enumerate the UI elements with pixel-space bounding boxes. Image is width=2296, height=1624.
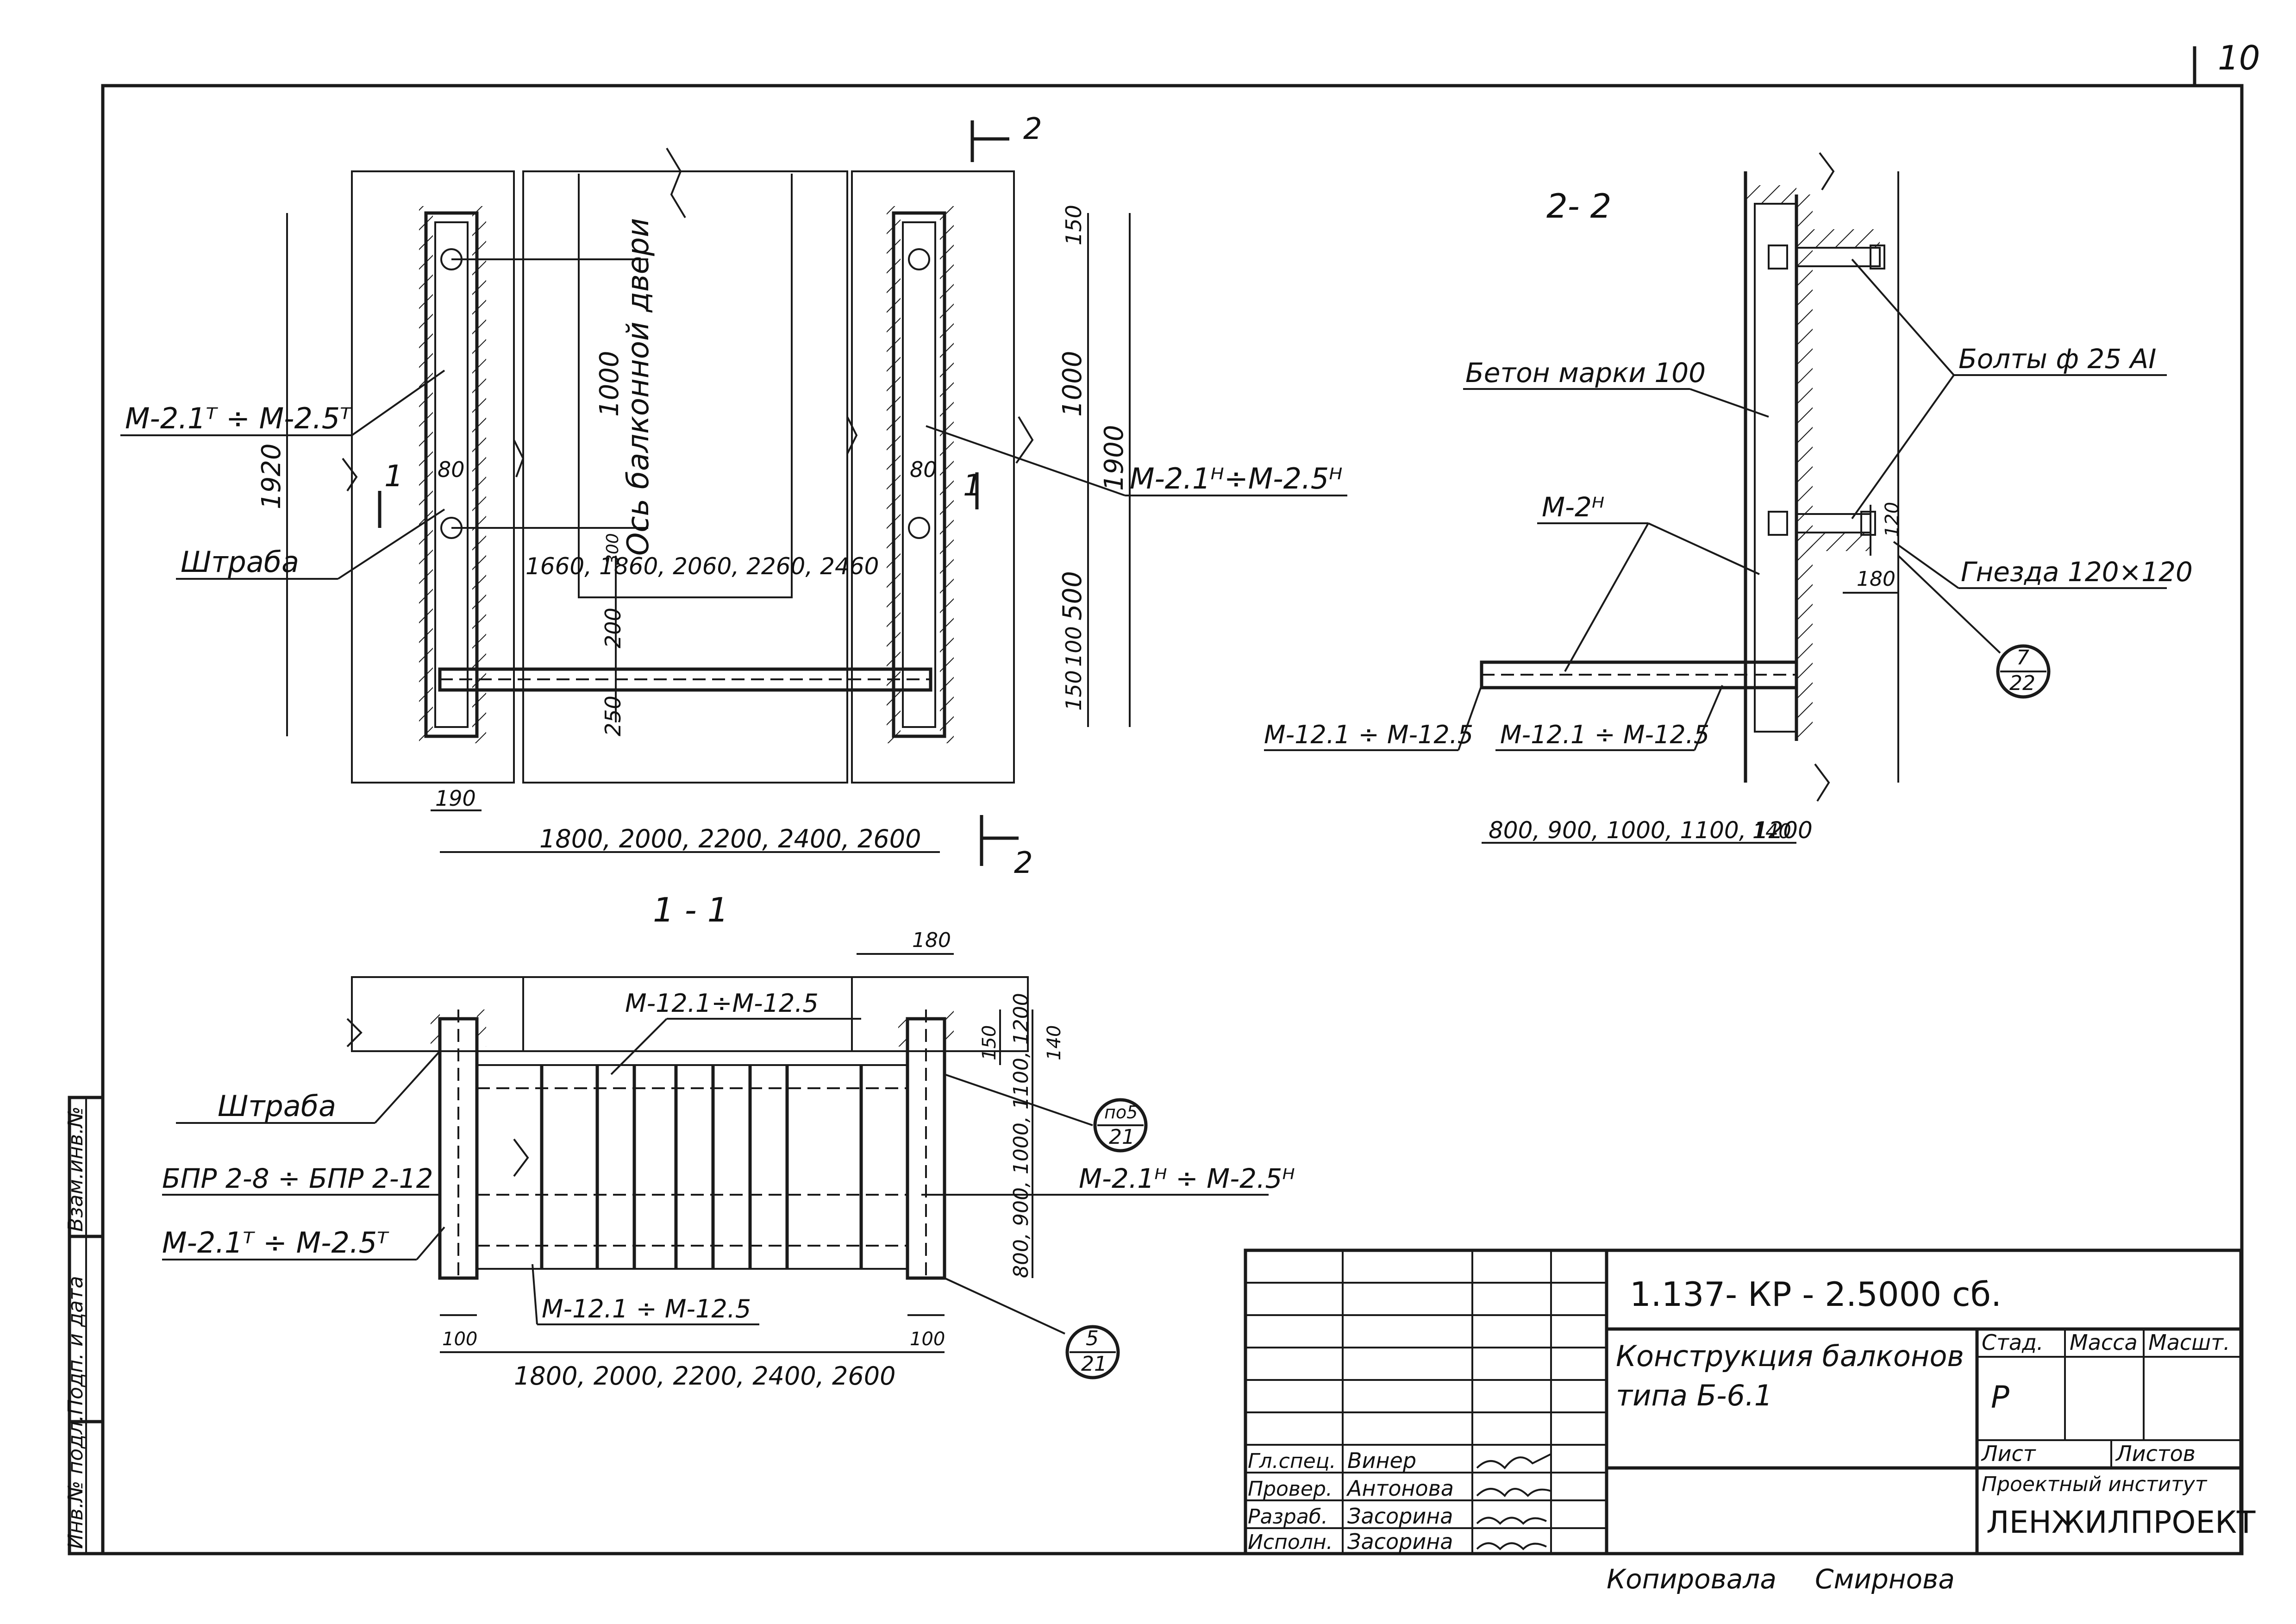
section-1-1-dim-total-widths: 1800, 2000, 2200, 2400, 2600 — [514, 1361, 895, 1391]
title-block-code: 1.137- КР - 2.5000 сб. — [1630, 1275, 2002, 1314]
dim-150-mid: 150 — [1061, 670, 1086, 711]
plan-groove-label: Штраба — [181, 545, 299, 579]
section-1-1-dim-150: 150 — [979, 1025, 1000, 1060]
section-2-2-slab-right-label: М-12.1 ÷ М-12.5 — [1500, 720, 1709, 749]
section-1-1-slab-top-label: М-12.1÷М-12.5 — [625, 989, 819, 1018]
plan-section-1-right: 1 — [963, 469, 982, 503]
section-1-1-post-left-label: М-2.1ᵀ ÷ М-2.5ᵀ — [162, 1226, 389, 1260]
section-1-1-title: 1 - 1 — [653, 890, 728, 929]
section-1-1-dim-heights: 800, 900, 1000, 1100, 1200 — [1009, 993, 1033, 1278]
dim-80-left: 80 — [438, 457, 465, 482]
side-stamp-cell-1: Инв.№ подл. — [64, 1415, 88, 1549]
section-2-2-slab-left-label: М-12.1 ÷ М-12.5 — [1264, 720, 1473, 749]
plan-view — [120, 120, 1347, 866]
role-2-name: Антонова — [1346, 1476, 1454, 1501]
role-4: Исполн. — [1248, 1530, 1333, 1554]
section-1-1-slab-bottom-label: М-12.1 ÷ М-12.5 — [542, 1294, 751, 1323]
title-block-mass-header: Масса — [2070, 1330, 2138, 1355]
title-block-scale-header: Масшт. — [2148, 1330, 2230, 1355]
section-2-2-title: 2- 2 — [1546, 187, 1611, 226]
section-2-2-bolts-label: Болты ф 25 АI — [1958, 343, 2156, 375]
title-block-institute-label: Проектный институт — [1982, 1473, 2208, 1496]
callout-5-21-bottom: 21 — [1081, 1352, 1107, 1376]
role-1-name: Винер — [1347, 1448, 1416, 1473]
callout-7-22-bottom: 22 — [2009, 671, 2035, 695]
dim-190: 190 — [435, 786, 476, 811]
callout-po5-21 — [1093, 1098, 1148, 1153]
section-1-1-groove-label: Штраба — [218, 1089, 336, 1123]
role-4-name: Засорина — [1347, 1529, 1453, 1554]
sheet-number: 10 — [2218, 38, 2260, 77]
side-stamp: Инв.№ подл. Подп. и дата Взам.инв.№ — [64, 1096, 105, 1555]
side-stamp-cell-2: Подп. и дата — [64, 1276, 88, 1415]
copied-by-label: Копировала — [1607, 1563, 1777, 1595]
plan-wall-panel-left-label: М-2.1ᵀ ÷ М-2.5ᵀ — [125, 401, 352, 435]
callout-7-22-top: 7 — [2016, 646, 2029, 670]
role-2: Провер. — [1248, 1477, 1333, 1501]
section-1-1-dim-100-right: 100 — [910, 1329, 945, 1350]
section-2-2-bracket-label: М-2ᴴ — [1542, 491, 1604, 523]
side-stamp-cell-3: Взам.инв.№ — [64, 1106, 88, 1232]
section-1-1-dim-100-left: 100 — [442, 1329, 477, 1350]
callout-5-21-top: 5 — [1086, 1327, 1099, 1350]
dim-80-right: 80 — [910, 457, 937, 482]
plan-section-1-left: 1 — [384, 459, 403, 494]
callout-5-21 — [1065, 1325, 1120, 1379]
plan-door-axis-label: Ось балконной двери — [621, 218, 656, 556]
callout-po5-21-bottom: 21 — [1109, 1125, 1135, 1149]
section-2-2-dim-120: 120 — [1882, 502, 1903, 537]
dim-500: 500 — [1057, 571, 1088, 621]
sheet-frame — [101, 84, 2244, 1555]
dim-total-widths-plan: 1800, 2000, 2200, 2400, 2600 — [539, 824, 921, 853]
callout-7-22 — [1996, 644, 2051, 699]
title-block-title-line2: типа Б-6.1 — [1616, 1379, 1772, 1412]
callout-po5-21-top: по5 — [1104, 1102, 1138, 1122]
copied-by-name: Смирнова — [1815, 1563, 1955, 1595]
dim-door-widths: 1660, 1860, 2060, 2260, 2460 — [526, 553, 879, 580]
dim-100: 100 — [1061, 626, 1086, 667]
title-block-sheet-label: Лист — [1981, 1441, 2036, 1466]
section-2-2-dim-140: 140 — [1752, 820, 1791, 843]
plan-wall-panel-right-label: М-2.1ᴴ÷М-2.5ᴴ — [1130, 462, 1343, 495]
signatures — [1476, 1453, 1552, 1550]
dim-1000-left: 1000 — [594, 351, 625, 417]
title-block-stage-header: Стад. — [1982, 1330, 2044, 1355]
section-2-2-dim-180: 180 — [1857, 567, 1896, 591]
dim-200: 200 — [601, 608, 626, 648]
section-1-1 — [162, 953, 1269, 1379]
section-1-1-dim-180: 180 — [912, 928, 951, 952]
dim-300: 300 — [603, 533, 622, 565]
dim-1000-right: 1000 — [1057, 351, 1088, 417]
dim-1920: 1920 — [257, 443, 287, 509]
section-1-1-fence-label: БПР 2-8 ÷ БПР 2-12 — [162, 1163, 433, 1194]
plan-section-2-bottom: 2 — [1014, 846, 1033, 880]
role-3: Разраб. — [1248, 1505, 1328, 1529]
section-2-2-sockets-label: Гнезда 120×120 — [1961, 556, 2193, 588]
plan-section-2-top: 2 — [1023, 112, 1042, 146]
title-block-sheets-label: Листов — [2115, 1441, 2196, 1466]
title-block-stage-value: Р — [1991, 1379, 2009, 1415]
fence-panel — [476, 1064, 908, 1270]
section-1-1-post-right-label: М-2.1ᴴ ÷ М-2.5ᴴ — [1079, 1163, 1295, 1194]
dim-1900: 1900 — [1099, 425, 1129, 491]
title-block-institute-name: ЛЕНЖИЛПРОЕКТ — [1986, 1505, 2256, 1540]
role-1: Гл.спец. — [1248, 1449, 1336, 1473]
dim-250: 250 — [601, 696, 626, 736]
title-block — [1244, 1248, 2243, 1555]
section-2-2 — [1264, 152, 2167, 844]
section-2-2-concrete-label: Бетон марки 100 — [1465, 357, 1706, 389]
section-1-1-dim-140: 140 — [1044, 1025, 1065, 1060]
role-3-name: Засорина — [1347, 1504, 1453, 1529]
section-2-2-dim-slab-lengths: 800, 900, 1000, 1100, 1200 — [1489, 817, 1813, 844]
dim-150-top: 150 — [1061, 205, 1086, 245]
title-block-title-line1: Конструкция балконов — [1616, 1339, 1964, 1373]
